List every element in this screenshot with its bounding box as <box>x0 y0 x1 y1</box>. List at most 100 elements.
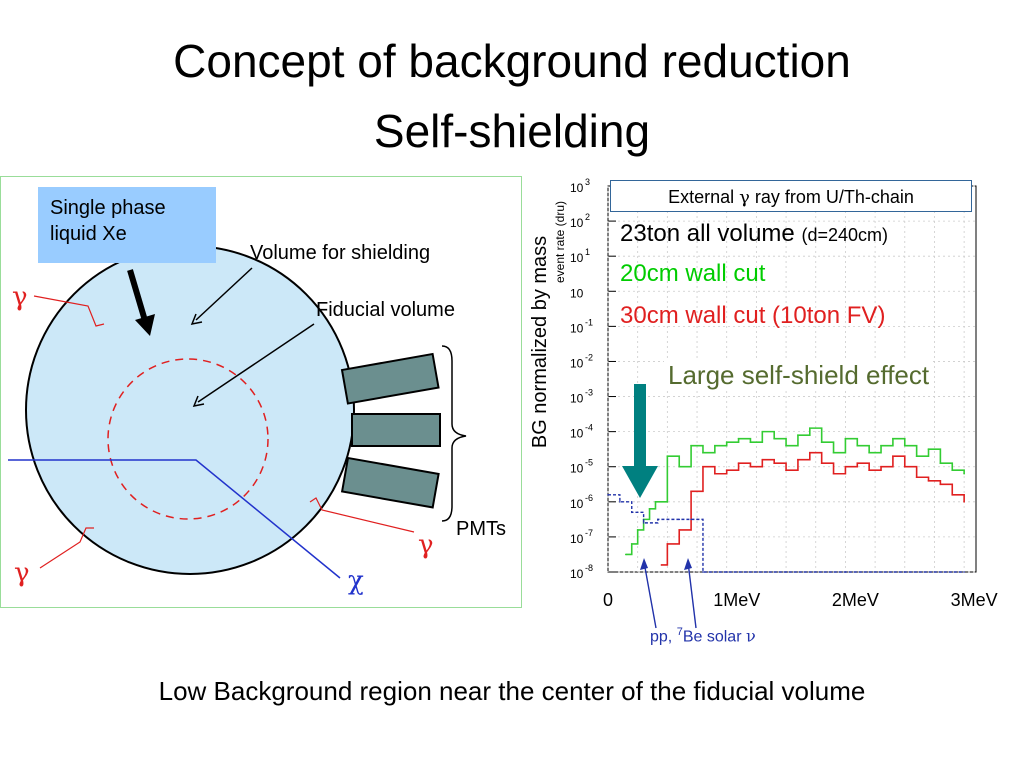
series-point-0 <box>797 434 799 436</box>
series-point-1 <box>927 479 930 482</box>
y-tick-label: 10 <box>570 497 584 511</box>
y-tick-exponent: 2 <box>585 212 590 222</box>
pmt-bottom <box>340 456 440 509</box>
series-point-0 <box>856 444 859 447</box>
series-point-2 <box>725 571 728 573</box>
series-point-0 <box>725 441 728 443</box>
series-point-1 <box>903 465 906 468</box>
series-point-0 <box>666 455 669 458</box>
series-point-0 <box>678 465 681 468</box>
single-phase-line1: Single phase <box>50 197 166 219</box>
x-tick-label: 1MeV <box>713 590 760 610</box>
series-point-1 <box>880 465 882 468</box>
single-phase-line2: liquid Xe <box>50 223 127 245</box>
legend-20cm: 20cm wall cut <box>620 260 766 287</box>
y-axis-label-outer: BG normalized by mass <box>529 236 551 448</box>
arrow-single-phase <box>127 269 149 325</box>
detector-diagram-svg <box>0 176 522 608</box>
y-tick-exponent: -2 <box>585 352 593 362</box>
annotation-self-shield: Large self-shield effect <box>664 360 934 391</box>
series-point-2 <box>702 571 704 573</box>
y-tick-label: 10 <box>570 181 584 195</box>
chi-symbol: χ <box>348 566 364 596</box>
xenon-volume <box>25 245 355 575</box>
gamma-track-bottom <box>39 527 94 569</box>
y-axis-label-inner: event rate (dru) <box>553 201 567 283</box>
y-tick-exponent: -6 <box>585 493 593 503</box>
series-point-0 <box>654 501 657 503</box>
series-point-1 <box>820 462 823 465</box>
series-point-2 <box>690 518 692 521</box>
series-point-0 <box>785 444 787 447</box>
y-tick-exponent: -3 <box>585 388 593 398</box>
y-tick-label: 10 <box>570 216 584 230</box>
y-tick-exponent: -5 <box>585 458 593 468</box>
series-point-1 <box>856 462 859 465</box>
y-tick-label: 10 <box>570 251 584 265</box>
pmt-group <box>340 352 441 509</box>
series-point-0 <box>915 455 918 458</box>
series-point-0 <box>625 553 627 556</box>
y-tick-label: 10 <box>570 356 584 370</box>
y-tick-exponent: 1 <box>585 247 590 257</box>
series-point-0 <box>636 529 639 531</box>
series-point-0 <box>690 444 692 447</box>
legend-title-part1: External <box>668 187 740 207</box>
series-point-2 <box>903 571 906 573</box>
series-point-1 <box>761 458 764 461</box>
series-point-1 <box>737 462 740 465</box>
series-point-1 <box>714 472 716 475</box>
series-point-0 <box>832 451 835 454</box>
y-tick-exponent: 3 <box>585 177 590 187</box>
series-point-2 <box>657 518 659 521</box>
gamma-symbol-bottom: γ <box>14 558 30 588</box>
series-point-1 <box>939 483 942 486</box>
series-point-0 <box>903 444 906 447</box>
gamma-track-top <box>33 295 105 327</box>
series-point-2 <box>607 494 609 496</box>
solar-label: pp, 7Be solar ν <box>650 626 756 646</box>
x-tick-label: 3MeV <box>951 590 998 610</box>
y-tick-label: 10 <box>570 532 584 546</box>
legend-all-volume-main: 23ton all volume <box>620 220 802 247</box>
series-point-0 <box>939 462 942 465</box>
series-line-0 <box>625 427 965 556</box>
pmt-top <box>340 352 440 405</box>
arrow-single-phase-head <box>135 314 155 336</box>
arrow-shielding <box>195 267 253 321</box>
series-point-0 <box>749 441 752 443</box>
y-tick-exponent: -1 <box>585 317 593 327</box>
slide-title-line2: Self-shielding <box>373 105 651 157</box>
legend-all-volume-note: (d=240cm) <box>801 225 888 245</box>
series-point-0 <box>648 508 651 510</box>
chart-legend-title: External γ ray from U/Th-chain <box>610 180 972 212</box>
series-point-2 <box>666 518 669 521</box>
series-point-0 <box>737 437 740 440</box>
series-point-2 <box>785 571 787 573</box>
series-point-2 <box>678 518 681 521</box>
self-shield-arrow-head <box>622 466 658 498</box>
arrow-fiducial <box>197 323 315 403</box>
solar-pp-pointer <box>643 561 657 629</box>
fiducial-volume-label: Fiducial volume <box>316 299 455 321</box>
series-point-1 <box>785 469 787 472</box>
series-point-0 <box>702 451 704 454</box>
series-point-0 <box>951 469 954 472</box>
solar-be-pointer-head <box>684 558 692 570</box>
series-point-0 <box>630 543 633 545</box>
single-phase-label: Single phase liquid Xe <box>38 187 216 263</box>
pmt-middle <box>351 413 441 447</box>
series-point-1 <box>797 458 799 461</box>
series-point-1 <box>702 465 704 468</box>
solar-be-sup: 7 <box>676 626 683 638</box>
solar-pp-pointer-head <box>640 558 648 570</box>
y-tick-exponent: -4 <box>585 423 593 433</box>
y-tick-label: 10 <box>570 567 584 581</box>
series-point-0 <box>809 427 811 429</box>
series-point-0 <box>868 451 870 454</box>
series-point-1 <box>725 469 728 472</box>
solar-be: Be solar <box>682 628 746 646</box>
solar-nu: ν <box>745 626 756 646</box>
series-point-2 <box>963 571 965 573</box>
